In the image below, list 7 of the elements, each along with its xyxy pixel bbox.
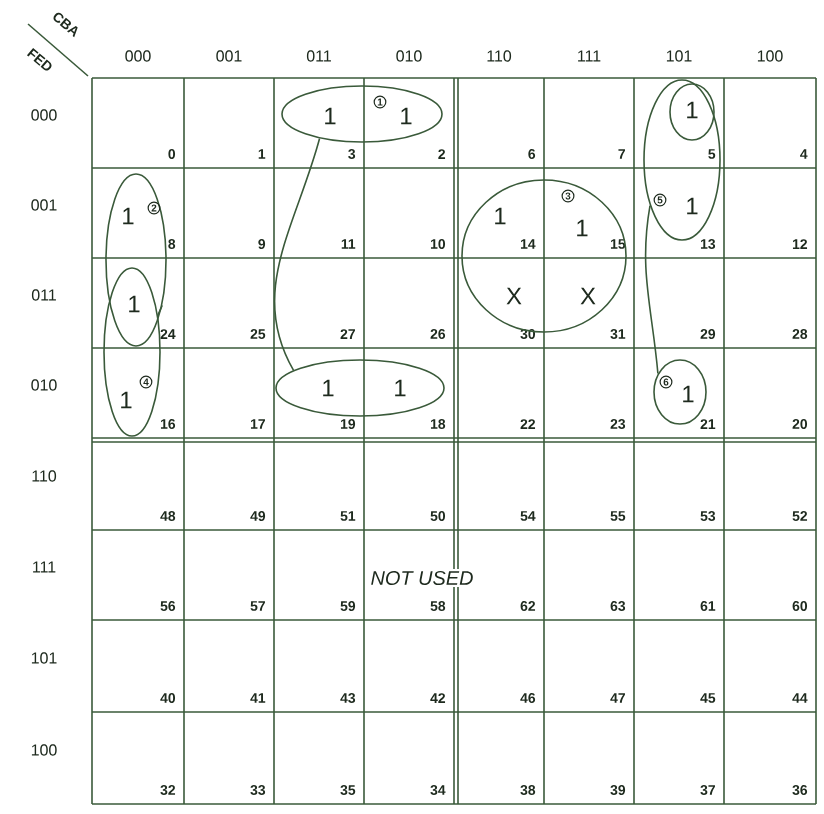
cell-value: 1: [129, 295, 140, 313]
loop: 1: [669, 83, 715, 141]
connector-line: [273, 137, 321, 371]
note: NOT USED: [368, 568, 476, 588]
loop: 1 1: [275, 359, 445, 417]
connector-line: [157, 304, 164, 316]
connector-line: [644, 204, 659, 375]
